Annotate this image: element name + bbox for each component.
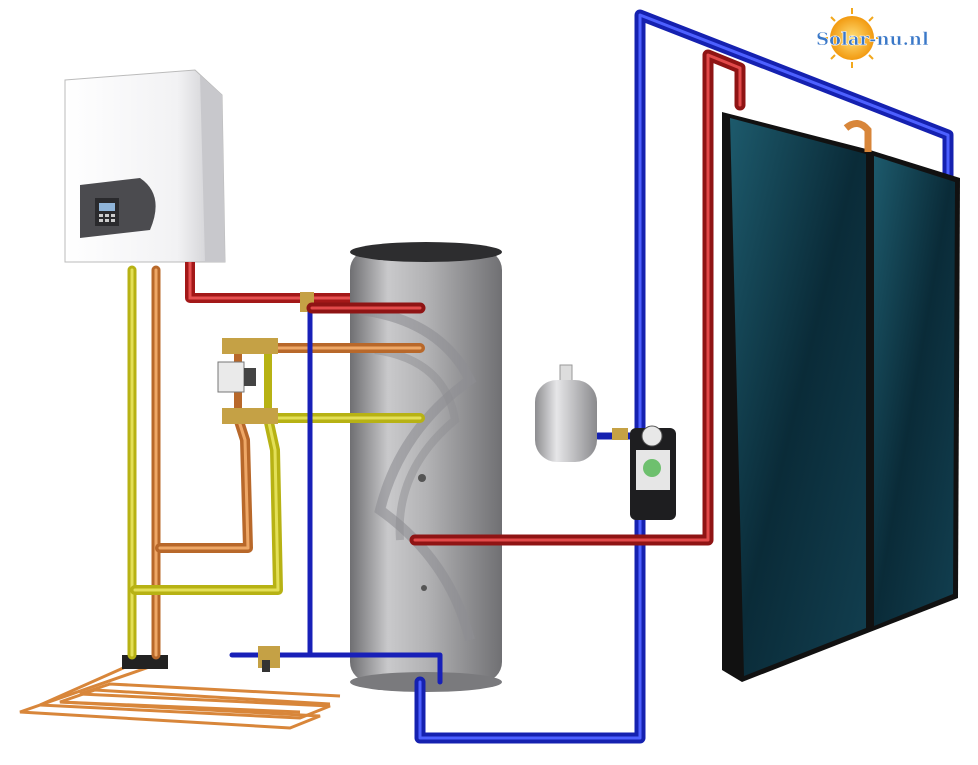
storage-tank: [350, 242, 502, 692]
boiler-supply-pipes: [127, 265, 161, 660]
solar-loop-pipes: [306, 9, 954, 744]
expansion-vessel-icon: [535, 364, 597, 462]
display-icon: [95, 198, 119, 226]
mixing-valve: [217, 361, 245, 393]
sun-icon: [822, 8, 882, 68]
logo-text: Solar-nu.nl: [816, 29, 929, 50]
underfloor-heating-loops: [19, 663, 341, 730]
heating-pump-group: [217, 292, 314, 424]
pump-station-icon: [612, 425, 676, 520]
solar-collector-panels: [722, 112, 960, 682]
wall-boiler: [64, 69, 226, 263]
logo: Solar-nu.nl: [816, 8, 929, 68]
cold-water-pipes: [229, 305, 443, 685]
